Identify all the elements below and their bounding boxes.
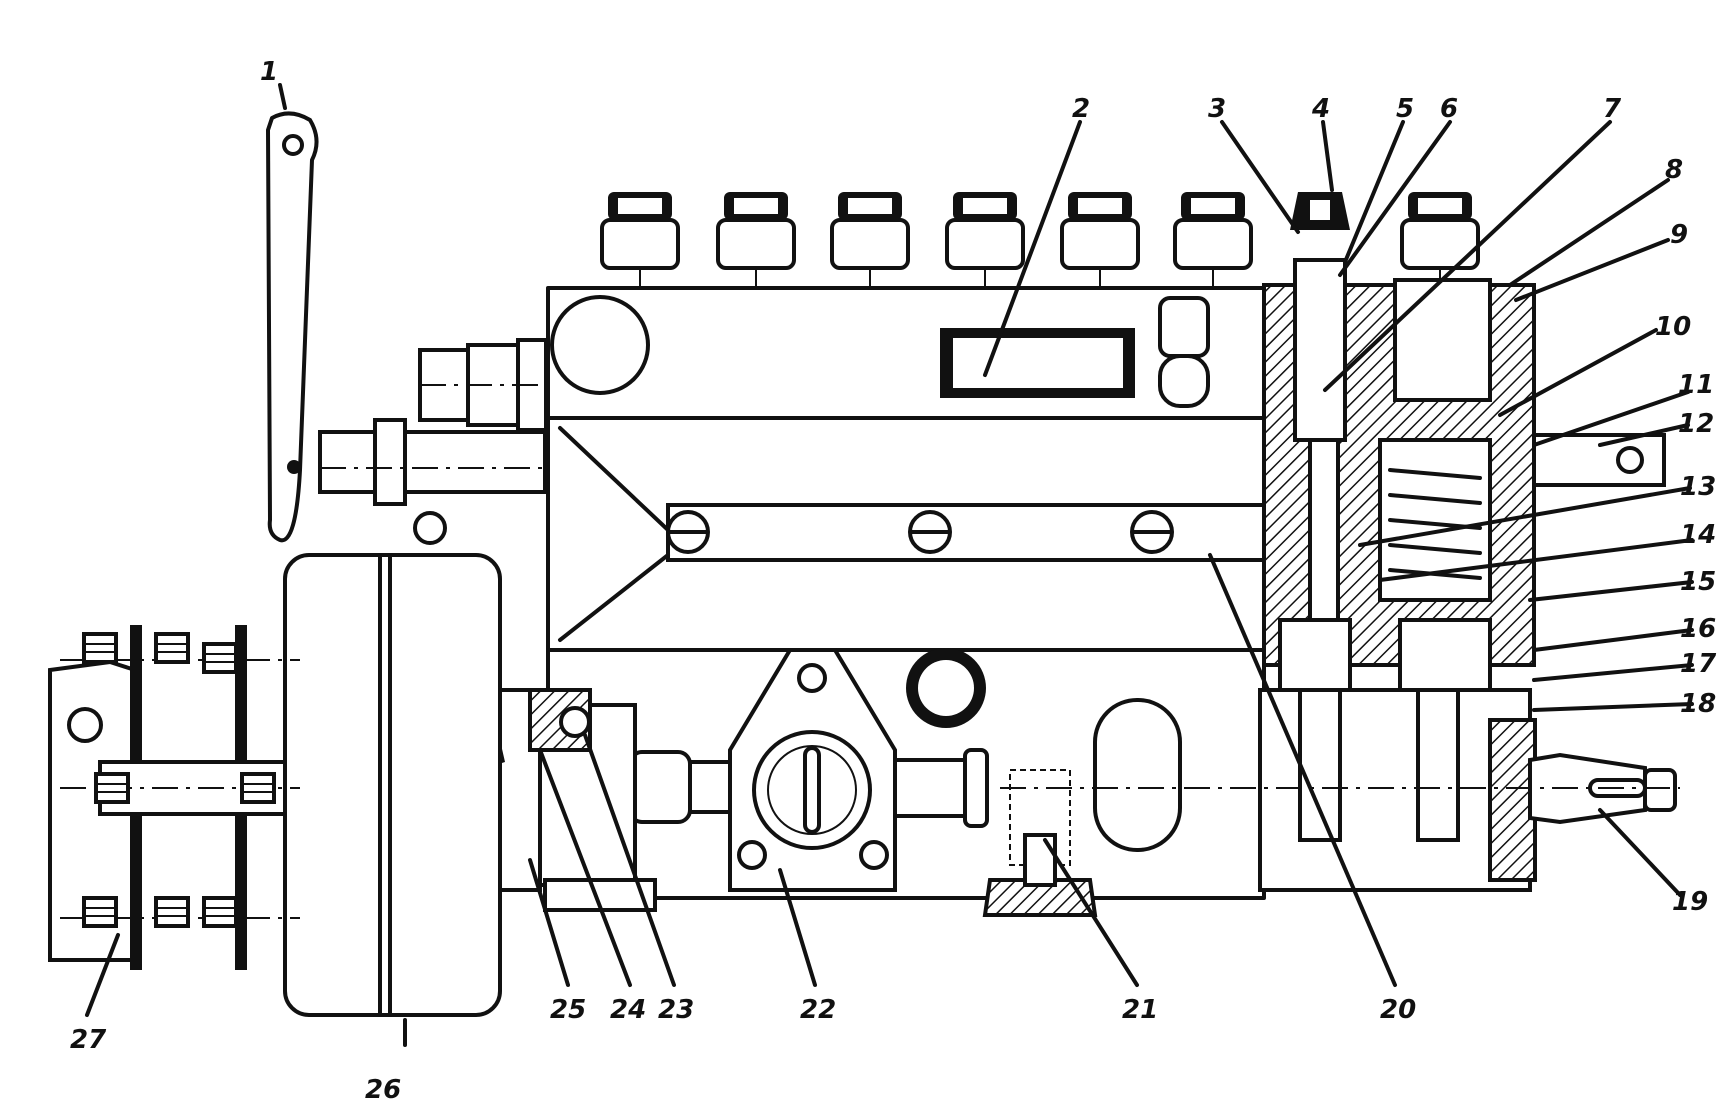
label-5: 5 [1396,94,1414,124]
bolt-icon [94,772,130,804]
delivery-valve-fitting-icon [830,190,910,288]
governor-shaft [318,418,550,545]
bolt-icon [240,772,276,804]
governor-housing [283,553,502,1017]
delivery-valve-fitting-icon [1060,190,1140,288]
label-22: 22 [800,995,836,1025]
label-15: 15 [1680,567,1716,597]
label-26: 26 [365,1075,401,1105]
label-20: 20 [1380,995,1416,1025]
delivery-valve-fitting-icon [716,190,796,288]
bolt-icon [202,896,238,928]
screw-icon [1130,510,1174,554]
label-19: 19 [1672,887,1708,917]
delivery-valve-fitting-icon [1173,190,1253,288]
label-18: 18 [1680,689,1716,719]
callout-labels: 1 2 3 4 5 6 7 8 9 10 11 12 13 14 15 16 1… [70,57,1717,1105]
drain-valve [982,769,1098,917]
bolt-icon [82,896,118,928]
label-9: 9 [1670,220,1688,250]
pump-housing [546,286,1270,900]
label-12: 12 [1678,409,1714,439]
bolt-icon [202,642,238,674]
feed-pump [628,648,989,892]
bolt-icon [154,632,190,664]
delivery-valve-fitting-icon [945,190,1025,288]
label-6: 6 [1440,94,1458,124]
label-4: 4 [1311,94,1330,124]
delivery-valve-fitting-icon [600,190,680,288]
label-7: 7 [1603,94,1622,124]
label-8: 8 [1665,155,1683,185]
drive-coupling [48,625,300,970]
sectioned-pump-element [1258,192,1666,892]
label-1: 1 [260,57,278,87]
label-3: 3 [1208,94,1226,124]
fuel-inlet-fitting [418,338,550,432]
label-27: 27 [70,1025,107,1055]
label-25: 25 [550,995,586,1025]
label-21: 21 [1122,995,1158,1025]
label-23: 23 [658,995,694,1025]
label-16: 16 [1680,614,1716,644]
camshaft-end [1000,752,1680,825]
screw-icon [908,510,952,554]
leader-lines [85,83,1694,1047]
label-2: 2 [1072,94,1090,124]
label-24: 24 [610,995,646,1025]
delivery-valve-fitting-icon [1400,190,1480,288]
bolt-icon [154,896,190,928]
control-lever [266,111,319,543]
label-11: 11 [1678,370,1714,400]
label-17: 17 [1680,649,1717,679]
label-13: 13 [1680,472,1716,502]
bolt-icon [82,632,118,664]
screw-icon [666,510,710,554]
label-10: 10 [1655,312,1691,342]
label-14: 14 [1680,520,1716,550]
